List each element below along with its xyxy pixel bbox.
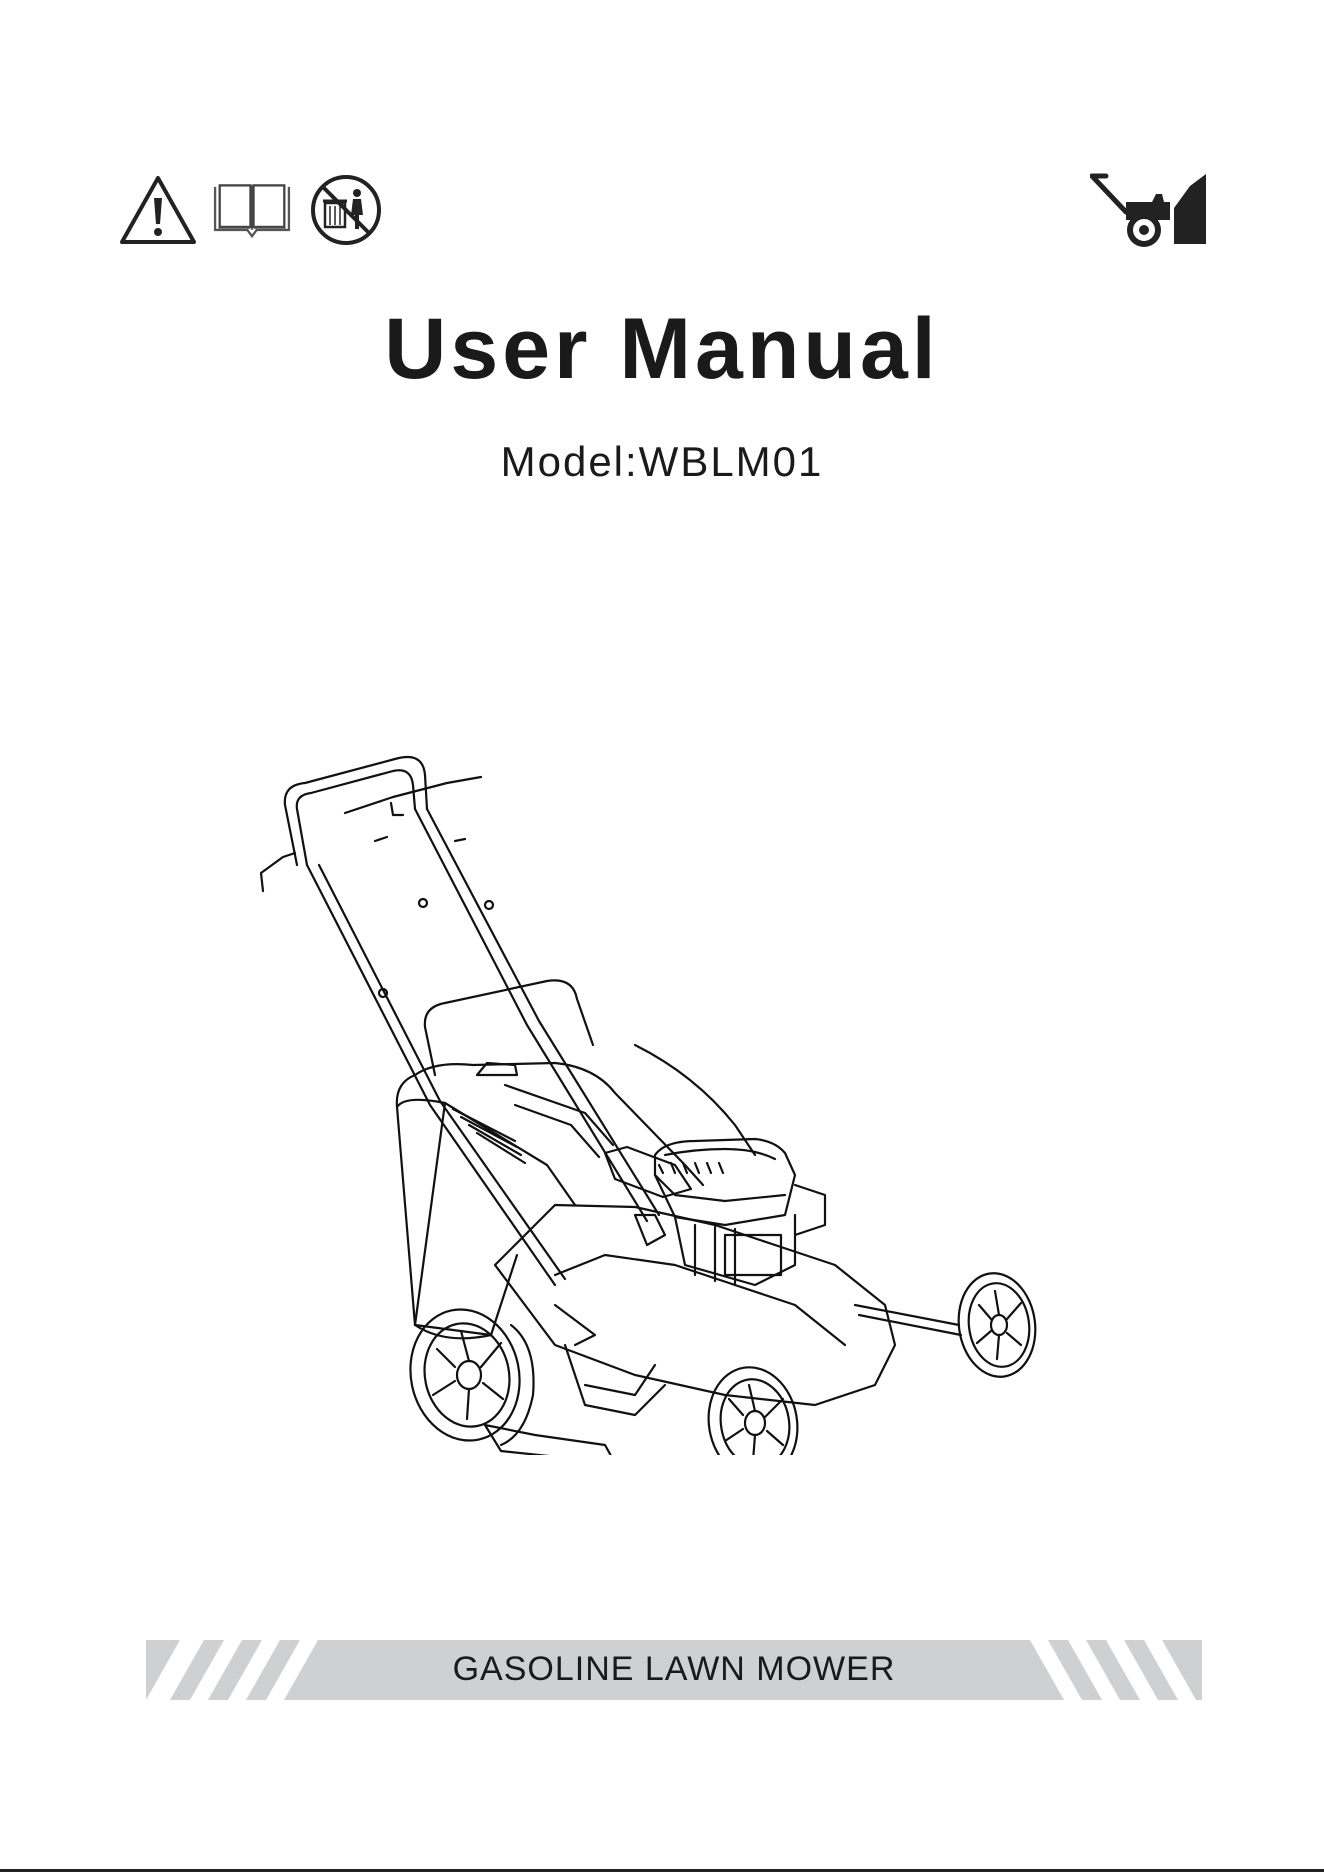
no-trash-disposal-icon <box>306 172 386 248</box>
read-manual-icon <box>212 172 292 248</box>
product-category-banner: GASOLINE LAWN MOWER <box>146 1640 1202 1700</box>
model-number: Model:WBLM01 <box>0 438 1324 486</box>
lawn-mower-icon <box>1090 168 1208 248</box>
header-icon-row <box>118 172 386 248</box>
banner-label: GASOLINE LAWN MOWER <box>146 1650 1202 1689</box>
warning-icon <box>118 172 198 248</box>
document-title: User Manual <box>0 300 1324 399</box>
lawn-mower-illustration <box>255 745 1065 1455</box>
